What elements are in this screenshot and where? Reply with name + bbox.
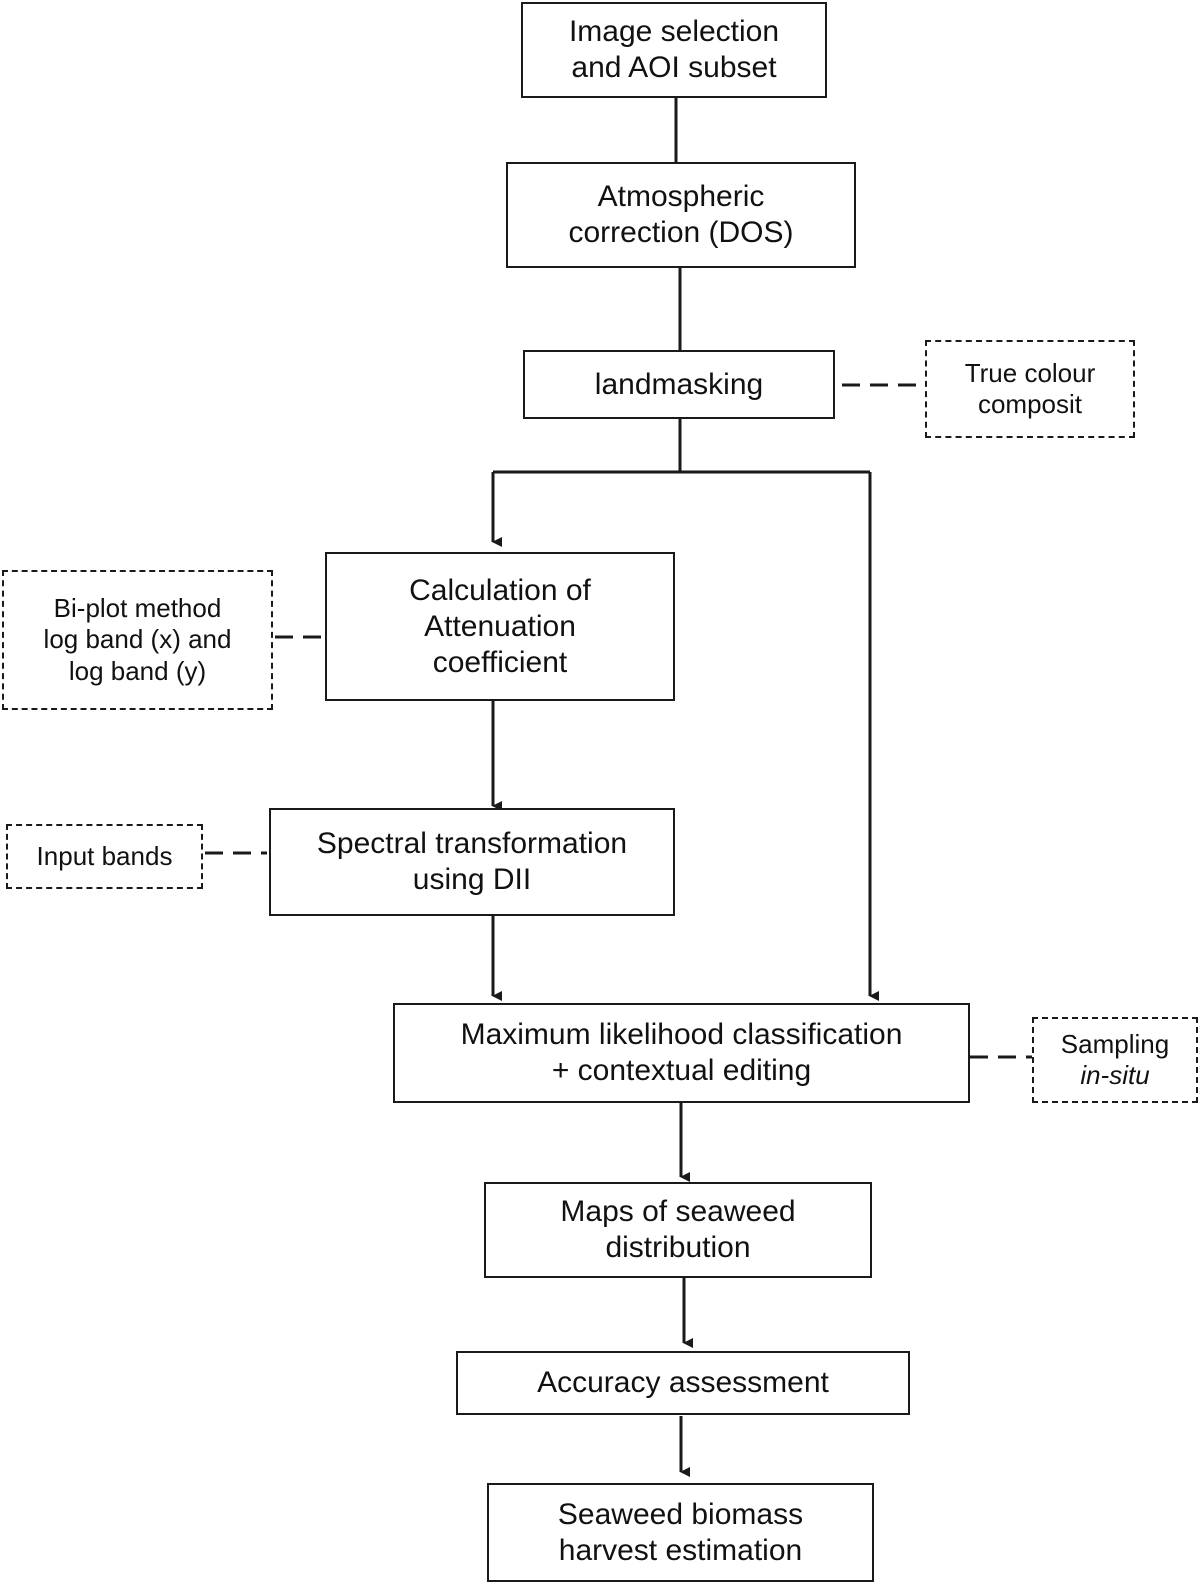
node-maps-seaweed-distribution: Maps of seaweed distribution bbox=[484, 1182, 872, 1278]
node-biplot-method: Bi-plot method log band (x) and log band… bbox=[2, 570, 273, 710]
node-image-selection: Image selection and AOI subset bbox=[521, 2, 827, 98]
node-input-bands-label: Input bands bbox=[36, 840, 173, 871]
node-biplot-label: Bi-plot method log band (x) and log band… bbox=[43, 593, 232, 686]
node-attenuation-coefficient: Calculation of Attenuation coefficient bbox=[325, 552, 675, 701]
node-sampling-label: Sampling in-situ bbox=[1060, 1028, 1170, 1090]
node-sampling-in-situ: Sampling in-situ bbox=[1032, 1017, 1198, 1103]
node-landmasking: landmasking bbox=[523, 350, 835, 419]
node-accuracy-assessment: Accuracy assessment bbox=[456, 1351, 910, 1415]
node-atmospheric-correction: Atmospheric correction (DOS) bbox=[506, 162, 856, 268]
node-maximum-likelihood-classification: Maximum likelihood classification + cont… bbox=[393, 1003, 970, 1103]
node-true-colour-composit: True colour composit bbox=[925, 340, 1135, 438]
node-true-colour-label: True colour composit bbox=[964, 357, 1096, 419]
node-landmasking-label: landmasking bbox=[594, 367, 764, 401]
node-attenuation-label: Calculation of Attenuation coefficient bbox=[409, 573, 591, 679]
node-maps-label: Maps of seaweed distribution bbox=[560, 1195, 796, 1264]
node-atmospheric-correction-label: Atmospheric correction (DOS) bbox=[568, 180, 794, 249]
node-spectral-label: Spectral transformation using DII bbox=[316, 827, 628, 896]
node-accuracy-label: Accuracy assessment bbox=[537, 1366, 829, 1399]
node-spectral-transformation: Spectral transformation using DII bbox=[269, 808, 675, 916]
node-mlc-label: Maximum likelihood classification + cont… bbox=[460, 1018, 903, 1087]
node-seaweed-biomass-estimation: Seaweed biomass harvest estimation bbox=[487, 1483, 874, 1582]
node-biomass-label: Seaweed biomass harvest estimation bbox=[557, 1497, 804, 1567]
node-input-bands: Input bands bbox=[6, 824, 203, 889]
node-image-selection-label: Image selection and AOI subset bbox=[568, 15, 780, 84]
